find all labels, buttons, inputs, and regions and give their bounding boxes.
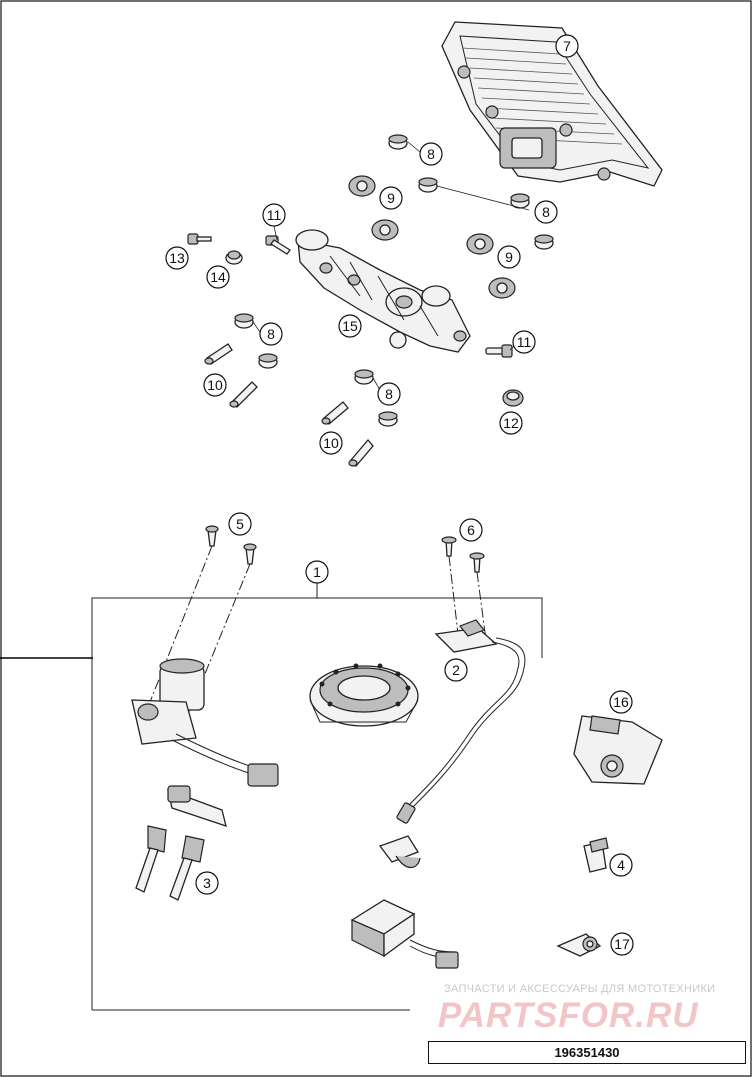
part-2-sensor bbox=[396, 619, 526, 824]
part-16-housing bbox=[573, 715, 663, 785]
connector-clip bbox=[378, 835, 421, 869]
callout-label: 15 bbox=[342, 318, 358, 334]
screw-11-left bbox=[265, 235, 291, 255]
callout-2: 2 bbox=[444, 658, 468, 682]
part-15-bracket bbox=[295, 229, 471, 353]
nut-12 bbox=[502, 389, 524, 407]
bolts-6 bbox=[441, 536, 487, 641]
callout-1: 1 bbox=[305, 560, 329, 584]
callout-11: 11 bbox=[512, 330, 536, 354]
dampers-9 bbox=[348, 175, 516, 299]
callout-label: 16 bbox=[613, 694, 629, 710]
callout-label: 13 bbox=[169, 250, 185, 266]
ignition-lock bbox=[131, 658, 279, 787]
kit-frame-1 bbox=[0, 583, 543, 1011]
callout-label: 1 bbox=[313, 564, 321, 580]
callout-label: 8 bbox=[542, 204, 550, 220]
callout-5: 5 bbox=[228, 512, 252, 536]
callout-label: 2 bbox=[452, 662, 460, 678]
callout-9: 9 bbox=[379, 186, 403, 210]
callout-label: 11 bbox=[267, 207, 282, 223]
leader-lines bbox=[252, 141, 530, 391]
callout-7: 7 bbox=[555, 34, 579, 58]
callout-label: 4 bbox=[617, 857, 625, 873]
callout-15: 15 bbox=[338, 314, 362, 338]
callout-8: 8 bbox=[259, 322, 283, 346]
part-7-instrument-cluster bbox=[441, 21, 663, 187]
callout-label: 8 bbox=[267, 326, 275, 342]
callout-label: 10 bbox=[207, 377, 223, 393]
callout-8: 8 bbox=[419, 142, 443, 166]
callout-label: 9 bbox=[505, 249, 513, 265]
callout-label: 7 bbox=[563, 38, 571, 54]
callout-label: 17 bbox=[614, 936, 630, 952]
callout-4: 4 bbox=[609, 853, 633, 877]
callout-14: 14 bbox=[206, 265, 230, 289]
pins-10 bbox=[204, 343, 374, 468]
callout-label: 14 bbox=[210, 269, 226, 285]
callout-12: 12 bbox=[499, 411, 523, 435]
callout-3: 3 bbox=[195, 871, 219, 895]
callout-6: 6 bbox=[459, 518, 483, 542]
callout-label: 9 bbox=[387, 190, 395, 206]
part-3-keys bbox=[135, 785, 227, 901]
callout-10: 10 bbox=[203, 373, 227, 397]
fuel-filler-cap bbox=[309, 663, 419, 727]
callout-13: 13 bbox=[165, 246, 189, 270]
callout-17: 17 bbox=[610, 932, 634, 956]
control-module bbox=[350, 899, 459, 969]
callout-9: 9 bbox=[497, 245, 521, 269]
callout-label: 12 bbox=[503, 415, 519, 431]
callout-11: 11 bbox=[262, 203, 286, 227]
callout-16: 16 bbox=[609, 690, 633, 714]
callout-label: 6 bbox=[467, 522, 475, 538]
fasteners-top bbox=[187, 233, 524, 407]
watermark-brand: PARTSFOR.RU bbox=[438, 996, 699, 1035]
part-4-clip bbox=[583, 837, 609, 873]
watermark-caption: ЗАПЧАСТИ И АКСЕССУАРЫ ДЛЯ МОТОТЕХНИКИ bbox=[444, 983, 716, 995]
callout-label: 8 bbox=[427, 146, 435, 162]
callout-8: 8 bbox=[534, 200, 558, 224]
screw-11-right bbox=[485, 344, 513, 358]
callout-label: 5 bbox=[236, 516, 244, 532]
callout-label: 10 bbox=[323, 435, 339, 451]
grommets-8 bbox=[234, 134, 554, 427]
spacer-14 bbox=[225, 250, 243, 265]
callout-10: 10 bbox=[319, 431, 343, 455]
callout-label: 3 bbox=[203, 875, 211, 891]
callout-label: 11 bbox=[517, 334, 532, 350]
part-17-bracket bbox=[556, 933, 602, 957]
callout-label: 8 bbox=[385, 386, 393, 402]
screw-13 bbox=[187, 233, 212, 245]
document-number: 196351430 bbox=[428, 1041, 746, 1064]
callout-8: 8 bbox=[377, 382, 401, 406]
